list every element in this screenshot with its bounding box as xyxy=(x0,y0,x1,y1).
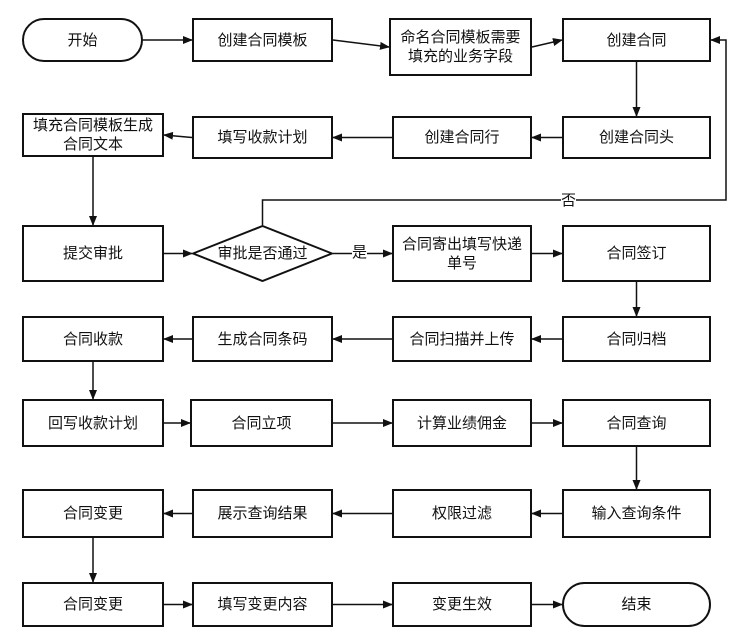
node-label: 合同扫描并上传 xyxy=(409,329,515,348)
process-collect: 合同收款 xyxy=(22,316,164,362)
node-label: 创建合同 xyxy=(606,30,667,49)
process-fields: 命名合同模板需要填充的业务字段 xyxy=(389,18,532,76)
process-submit: 提交审批 xyxy=(22,225,164,282)
node-label: 展示查询结果 xyxy=(217,504,308,522)
node-label: 生成合同条码 xyxy=(217,329,308,348)
process-mail: 合同寄出填写快递单号 xyxy=(392,225,532,282)
node-label: 提交审批 xyxy=(62,244,123,262)
process-archive: 合同归档 xyxy=(562,316,711,362)
process-template: 创建合同模板 xyxy=(192,18,333,62)
process-effect: 变更生效 xyxy=(392,582,532,627)
process-fill: 填充合同模板生成合同文本 xyxy=(22,113,164,157)
node-label: 合同归档 xyxy=(606,329,667,348)
edge-fields-to-create xyxy=(531,38,563,48)
edge-approve-to-create xyxy=(261,36,727,225)
process-project: 合同立项 xyxy=(190,399,333,447)
node-label: 结束 xyxy=(621,595,652,613)
process-writeback: 回写收款计划 xyxy=(22,399,164,447)
node-label: 填写收款计划 xyxy=(217,128,308,146)
decision-approve: 审批是否通过 xyxy=(192,225,333,282)
node-label: 合同寄出填写快递单号 xyxy=(401,234,522,272)
process-fillchange: 填写变更内容 xyxy=(192,582,333,627)
node-label: 填充合同模板生成合同文本 xyxy=(32,116,153,153)
node-label: 合同签订 xyxy=(606,244,667,262)
node-label: 创建合同行 xyxy=(424,128,500,146)
node-label: 合同收款 xyxy=(62,329,123,348)
node-label: 合同查询 xyxy=(606,413,667,432)
node-label: 命名合同模板需要填充的业务字段 xyxy=(400,28,521,65)
terminal-end: 结束 xyxy=(562,582,711,627)
process-query: 合同查询 xyxy=(562,399,711,447)
process-barcode: 生成合同条码 xyxy=(192,316,333,362)
node-label: 输入查询条件 xyxy=(591,504,682,522)
node-label: 变更生效 xyxy=(431,595,492,613)
process-result: 展示查询结果 xyxy=(192,489,333,538)
node-label: 填写变更内容 xyxy=(217,595,308,613)
node-label: 回写收款计划 xyxy=(47,413,138,432)
process-change2: 合同变更 xyxy=(22,582,164,627)
process-commission: 计算业绩佣金 xyxy=(392,399,532,447)
node-label: 合同立项 xyxy=(231,413,292,432)
node-label: 开始 xyxy=(67,30,98,49)
node-label: 计算业绩佣金 xyxy=(416,413,507,432)
node-label: 创建合同模板 xyxy=(217,30,308,49)
edge-label-yes: 是 xyxy=(352,243,368,261)
node-label: 创建合同头 xyxy=(598,128,674,146)
process-filter: 权限过滤 xyxy=(392,489,532,538)
process-head: 创建合同头 xyxy=(562,116,711,159)
process-scan: 合同扫描并上传 xyxy=(392,316,532,362)
process-sign: 合同签订 xyxy=(562,225,711,282)
process-input: 输入查询条件 xyxy=(562,489,711,538)
process-change1: 合同变更 xyxy=(22,489,164,538)
diamond-shape xyxy=(192,225,333,282)
node-label: 合同变更 xyxy=(62,595,123,613)
process-line: 创建合同行 xyxy=(392,116,532,159)
edge-template-to-fields xyxy=(332,39,390,50)
edge-label-no: 否 xyxy=(561,191,577,209)
process-plan: 填写收款计划 xyxy=(192,116,333,159)
process-create: 创建合同 xyxy=(562,18,711,62)
node-label: 合同变更 xyxy=(62,504,123,522)
edge-plan-to-fill xyxy=(163,131,193,140)
node-label: 审批是否通过 xyxy=(217,244,308,262)
terminal-start: 开始 xyxy=(22,18,143,62)
node-label: 权限过滤 xyxy=(431,504,492,522)
